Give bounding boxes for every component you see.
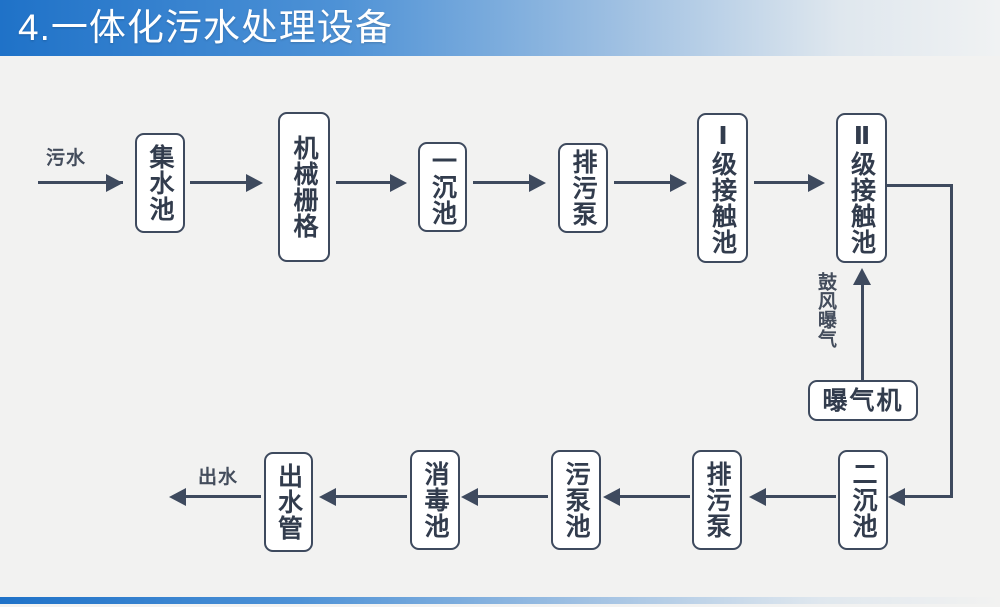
arrow-line-sump-to-disinfection: [478, 495, 548, 498]
inlet-label: 污水: [46, 148, 87, 169]
node-secondary-sediment-tank[interactable]: 二沉池: [838, 450, 888, 550]
node-contact-tank-1-label: Ⅰ级接触池: [708, 121, 737, 255]
page-title: 4.一体化污水处理设备: [18, 7, 393, 48]
arrow-head-pump1-to-contact1: [670, 174, 687, 192]
outlet-arrow-line: [186, 495, 261, 498]
arrow-head-sump-to-disinfection: [461, 488, 478, 506]
arrow-line-grid-to-primary: [336, 181, 396, 184]
arrow-head-pump2-to-sump: [603, 488, 620, 506]
node-collection-tank[interactable]: 集水池: [135, 133, 185, 233]
aeration-label: 鼓风曝气: [815, 272, 836, 348]
node-aerator[interactable]: 曝气机: [808, 380, 918, 421]
arrow-head-collection-to-grid: [246, 174, 263, 192]
arrow-head-secondary-to-pump2: [749, 488, 766, 506]
node-sewage-pump-1[interactable]: 排污泵: [558, 143, 608, 233]
node-pump-sump-label: 污泵池: [562, 461, 590, 539]
node-sewage-pump-2[interactable]: 排污泵: [692, 450, 742, 550]
connector-right-arrow-head: [888, 488, 905, 506]
node-aerator-label: 曝气机: [822, 386, 904, 415]
node-outlet-pipe-label: 出水管: [274, 463, 303, 541]
node-secondary-sediment-tank-label: 二沉池: [849, 461, 877, 539]
node-collection-tank-label: 集水池: [146, 144, 174, 222]
outlet-arrow-head: [169, 488, 186, 506]
arrow-line-pump2-to-sump: [620, 495, 690, 498]
arrow-line-secondary-to-pump2: [766, 495, 836, 498]
node-disinfection-tank-label: 消毒池: [421, 461, 449, 539]
arrow-line-pump1-to-contact1: [614, 181, 676, 184]
arrow-line-primary-to-pump1: [473, 181, 535, 184]
title-bar: 4.一体化污水处理设备: [0, 0, 1000, 56]
inlet-arrow-head: [106, 174, 123, 192]
outlet-label: 出水: [198, 467, 239, 488]
arrow-line-disinfection-to-outlet: [336, 495, 407, 498]
arrow-head-grid-to-primary: [390, 174, 407, 192]
node-contact-tank-2-label: Ⅱ级接触池: [847, 121, 876, 255]
node-contact-tank-1[interactable]: Ⅰ级接触池: [697, 113, 748, 263]
node-sewage-pump-1-label: 排污泵: [569, 149, 597, 227]
arrow-head-primary-to-pump1: [529, 174, 546, 192]
node-sewage-pump-2-label: 排污泵: [703, 461, 731, 539]
arrow-line-contact1-to-contact2: [754, 181, 814, 184]
node-mechanical-grid[interactable]: 机械栅格: [278, 112, 330, 262]
arrow-line-collection-to-grid: [190, 181, 252, 184]
node-outlet-pipe[interactable]: 出水管: [264, 452, 313, 552]
aeration-arrow-head: [853, 268, 871, 285]
aeration-arrow-line: [861, 283, 864, 380]
node-primary-sediment-tank[interactable]: 一沉池: [418, 142, 467, 232]
node-disinfection-tank[interactable]: 消毒池: [410, 450, 460, 550]
node-contact-tank-2[interactable]: Ⅱ级接触池: [836, 113, 887, 263]
connector-right-vertical: [950, 184, 953, 497]
node-pump-sump[interactable]: 污泵池: [551, 450, 601, 550]
arrow-head-contact1-to-contact2: [808, 174, 825, 192]
connector-right-top: [887, 184, 953, 187]
node-mechanical-grid-label: 机械栅格: [290, 135, 318, 239]
inlet-arrow-line: [38, 181, 123, 184]
footer-bar: [0, 597, 1000, 604]
arrow-head-disinfection-to-outlet: [319, 488, 336, 506]
node-primary-sediment-tank-label: 一沉池: [428, 148, 457, 226]
connector-right-bottom: [905, 495, 953, 498]
